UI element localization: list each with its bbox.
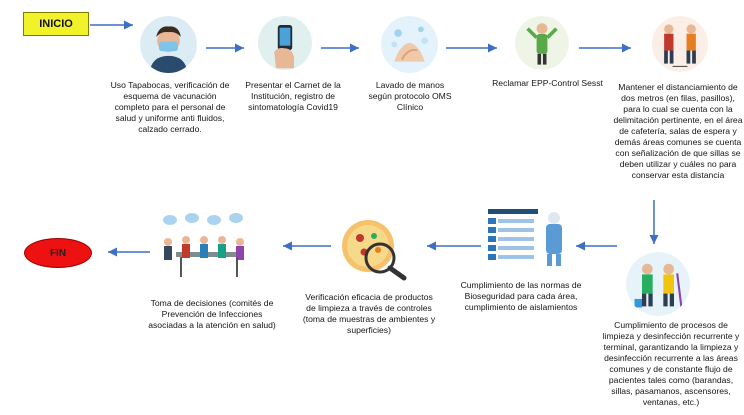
step-3-caption: Lavado de manos según protocolo OMS Clín… [368,80,452,112]
meeting-people-icon [150,212,268,284]
biosafety-chart-icon [484,206,574,268]
step-5-caption: Mantener el distanciamiento de dos metro… [613,82,743,180]
distancing-people-icon [652,16,708,72]
end-node: FIN [24,238,92,268]
step-4-caption: Reclamar EPP-Control Sesst [492,78,603,88]
cleaning-staff-icon [626,252,690,316]
start-node: INICIO [23,12,89,36]
step-1-caption: Uso Tapabocas, verificación de esquema d… [110,80,230,134]
step-7-caption: Cumplimiento de las normas de Biosegurid… [460,280,582,312]
hand-washing-icon [381,16,438,73]
mask-person-icon [140,16,197,73]
step-2-caption: Presentar el Carnet de la Institución, r… [245,80,341,112]
step-6-caption: Cumplimiento de procesos de limpieza y d… [602,320,740,407]
ppe-worker-icon [515,16,569,70]
pizza-magnifier-icon [334,212,414,282]
phone-id-card-icon [258,16,312,70]
step-8-caption: Verificación eficacia de productos de li… [302,292,436,335]
step-9-caption: Toma de decisiones (comités de Prevenció… [148,298,276,330]
